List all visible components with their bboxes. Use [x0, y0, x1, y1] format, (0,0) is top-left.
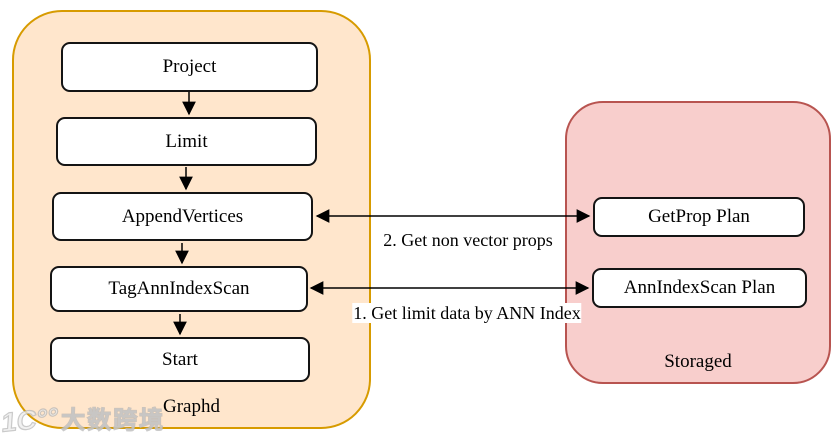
watermark-logo-icon: 1C°° [0, 402, 60, 439]
node-tag-ann-index-scan: TagAnnIndexScan [50, 266, 308, 312]
storaged-label: Storaged [664, 351, 732, 372]
watermark: 1C°° 大数跨境 [0, 402, 166, 439]
graphd-label: Graphd [163, 396, 220, 417]
node-project: Project [61, 42, 318, 92]
watermark-text: 大数跨境 [61, 406, 166, 434]
storaged-container: Storaged [565, 101, 831, 384]
node-append-vertices: AppendVertices [52, 192, 313, 241]
node-getprop-plan: GetProp Plan [593, 197, 805, 237]
node-limit: Limit [56, 117, 317, 166]
edge-label-non-vector-props: 2. Get non vector props [382, 230, 554, 250]
node-ann-index-scan-plan: AnnIndexScan Plan [592, 268, 807, 308]
edge-label-limit-data: 1. Get limit data by ANN Index [352, 303, 582, 323]
node-start: Start [50, 337, 310, 382]
